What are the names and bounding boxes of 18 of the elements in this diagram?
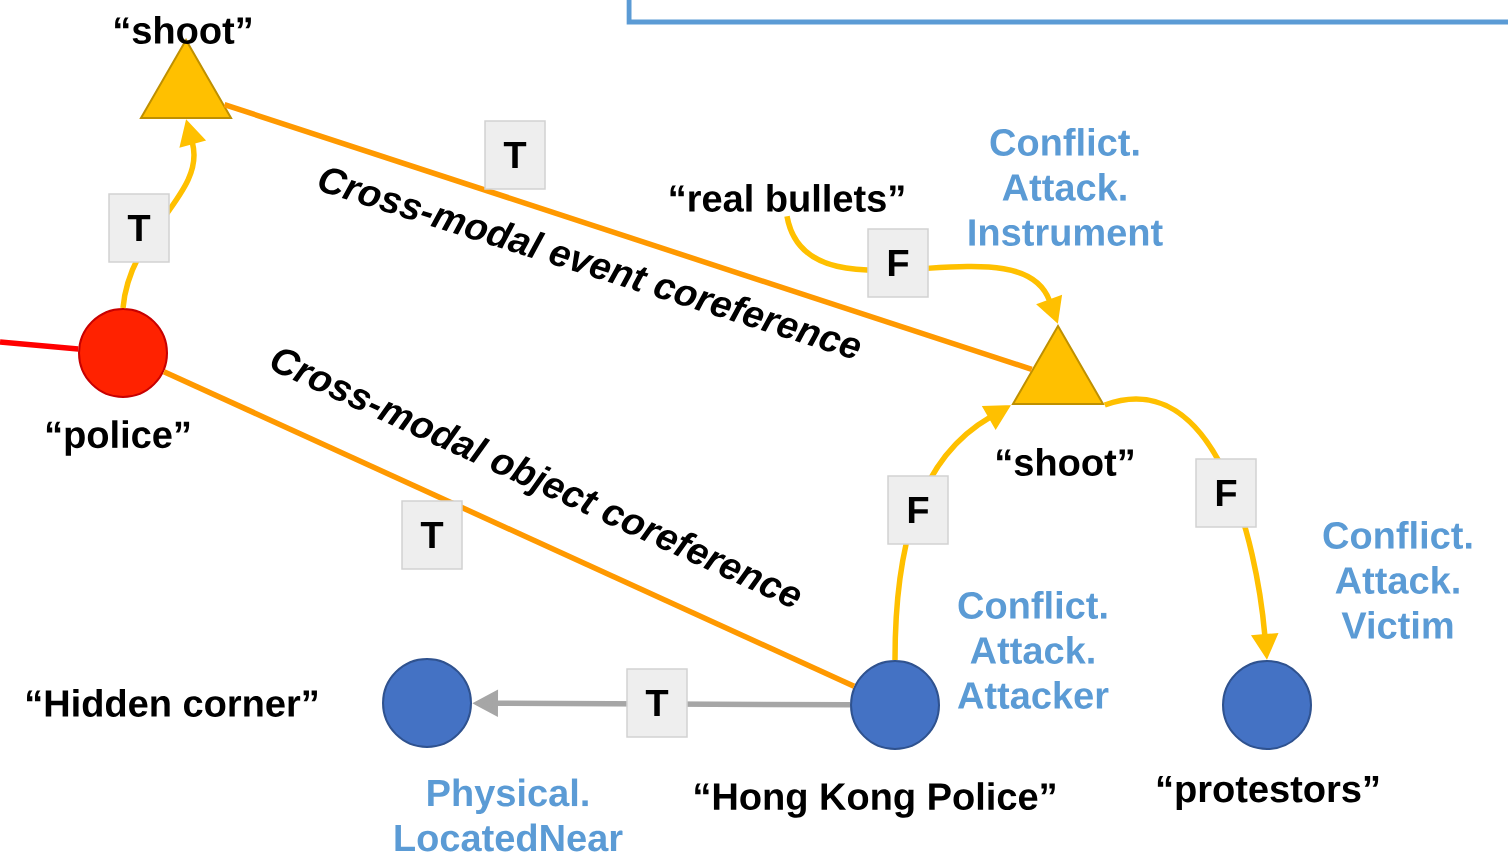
edge-label: F [887,475,949,545]
node-label: “Hong Kong Police” [695,782,1055,818]
node-label: “real bullets” [670,184,904,212]
role-label: Conflict. Attack. Victim [1323,521,1472,639]
label-box: T [484,120,546,190]
role-label: Conflict. Attack. Attacker [957,591,1109,709]
node-label: “Hidden corner” [27,689,317,717]
edge-label: F [1195,458,1257,528]
edge-label: F [867,228,929,298]
node-label: “shoot” [115,16,251,44]
node-label: “police” [46,420,190,456]
role-label: Conflict. Attack. Instrument [969,128,1163,246]
node-label: “protestors” [1157,776,1379,810]
role-label: Physical. LocatedNear [395,778,623,852]
edge-label: T [108,193,170,263]
edge-label: T [626,668,688,738]
label-box: T [401,500,463,570]
node-label: “shoot” [997,448,1133,476]
